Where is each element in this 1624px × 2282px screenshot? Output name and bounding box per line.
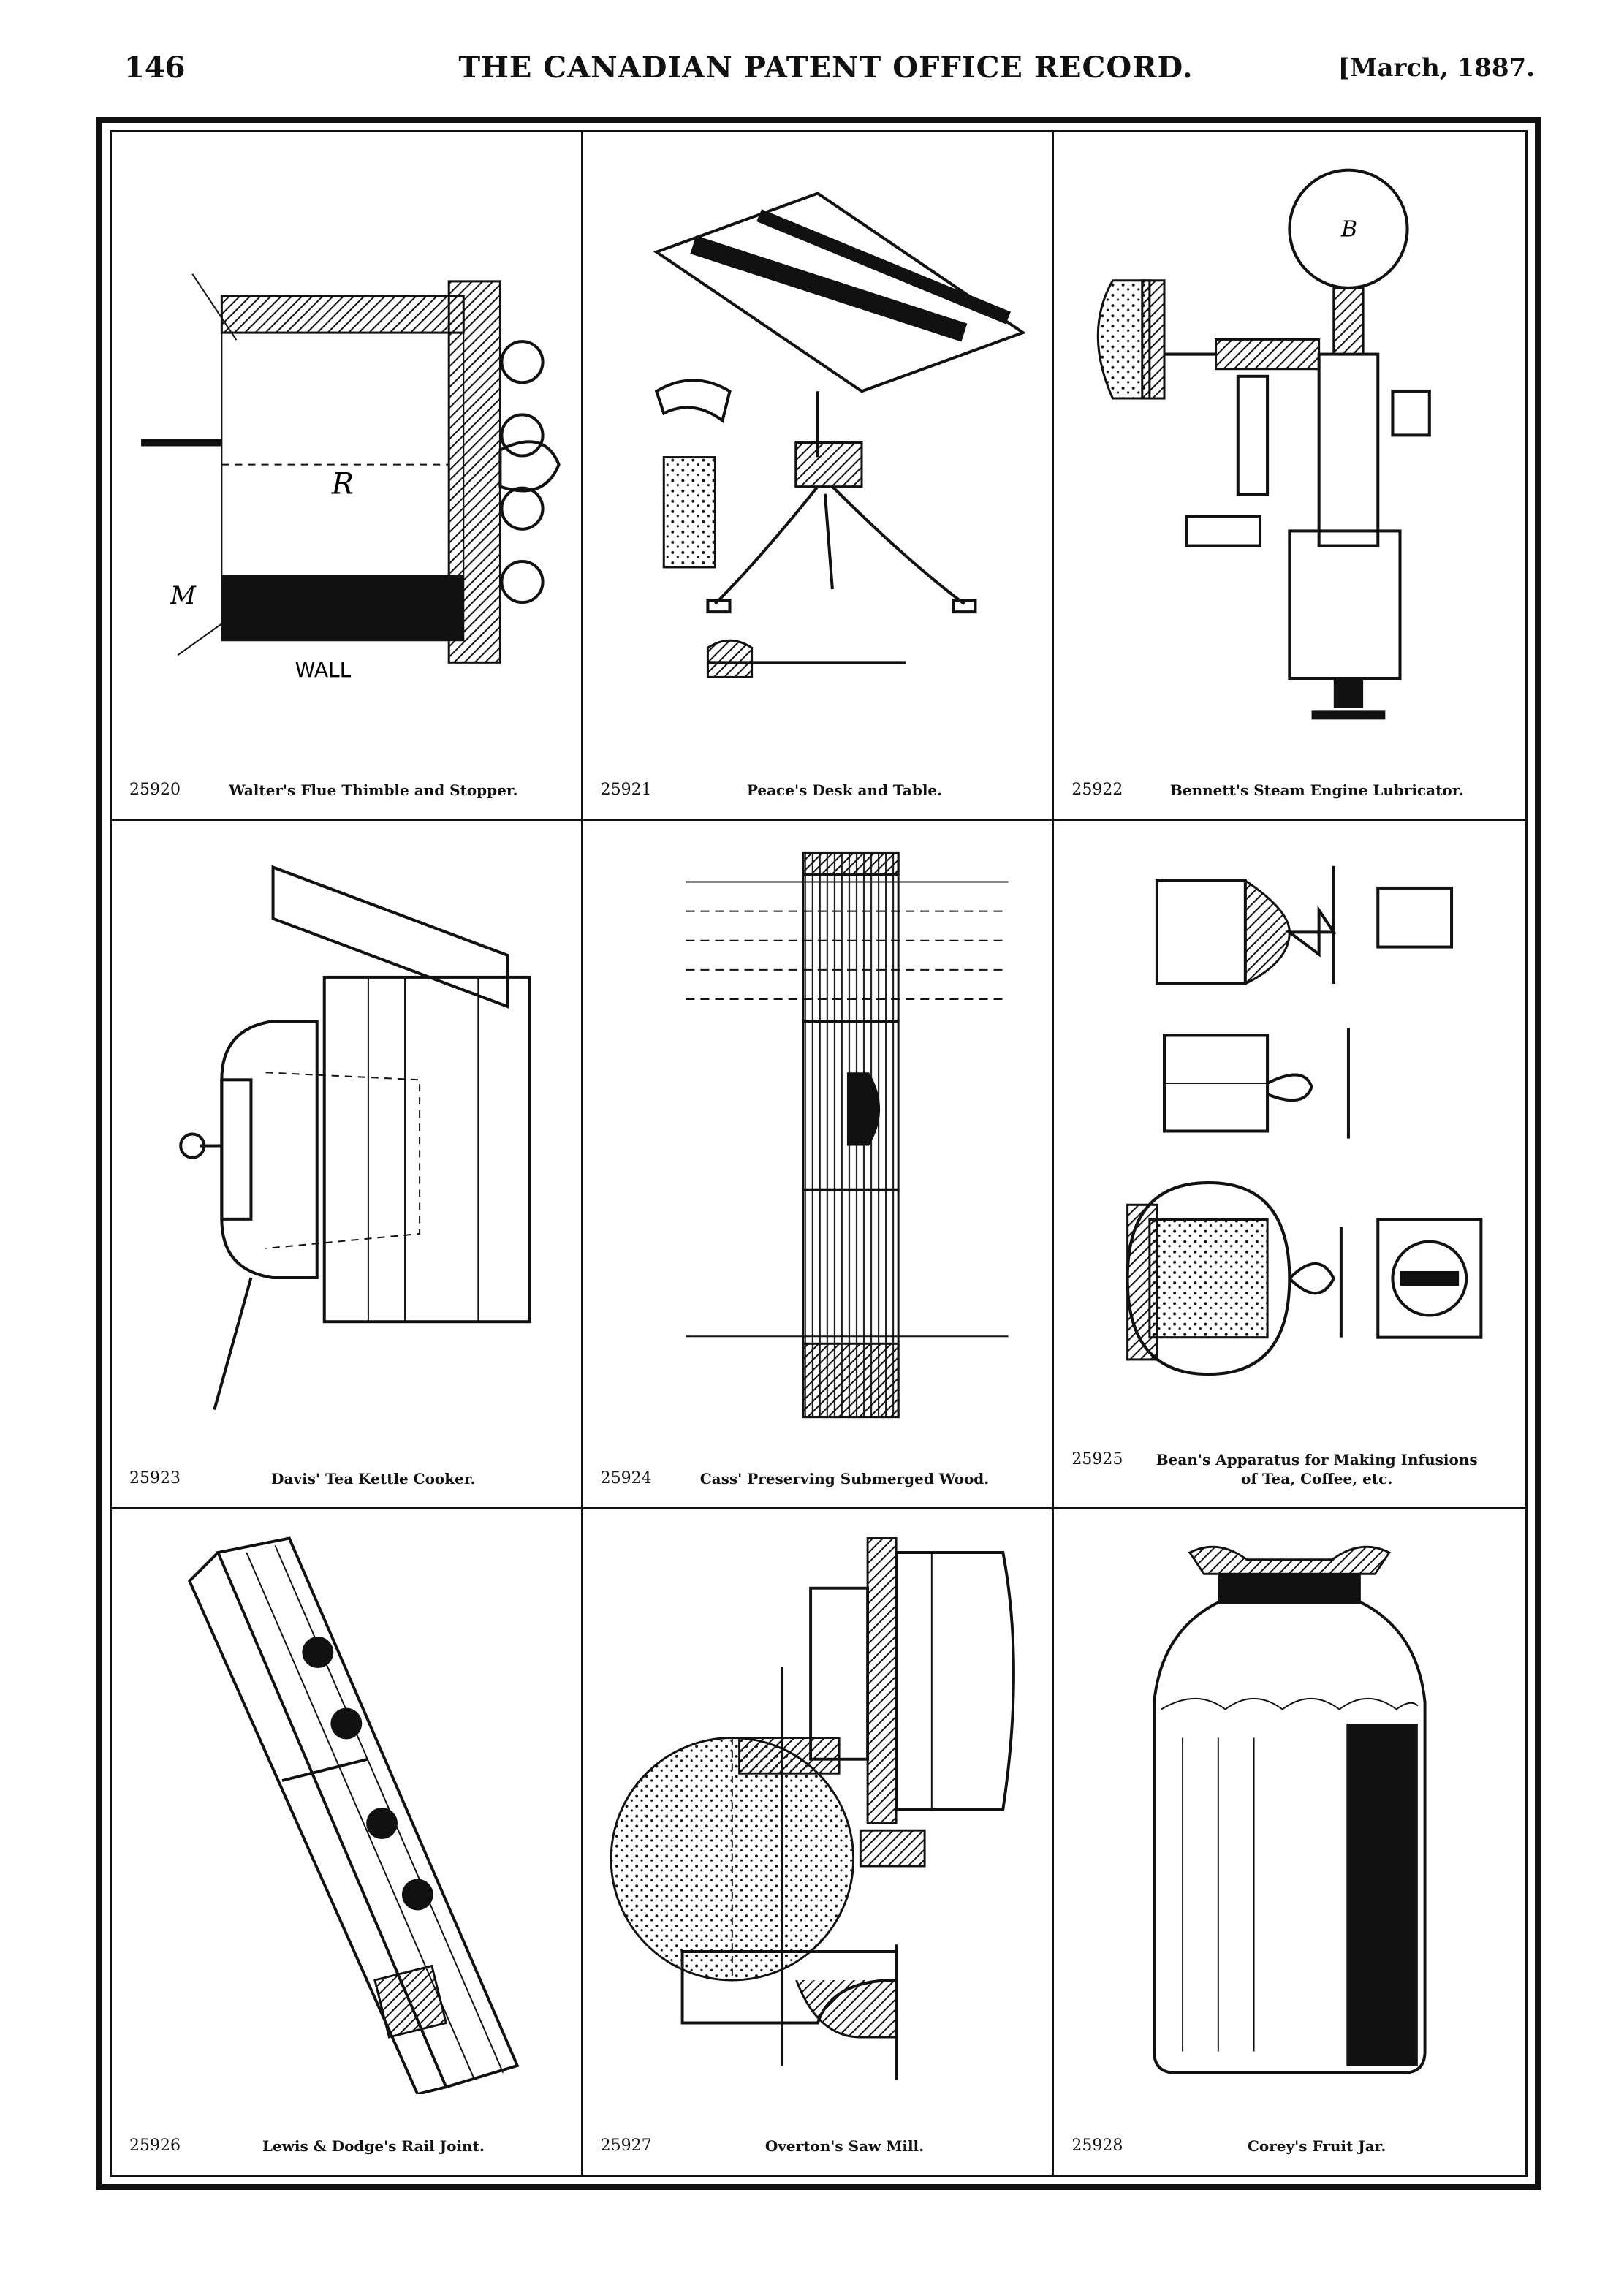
patent-title: Davis' Tea Kettle Cooker.	[271, 1470, 476, 1487]
saw-mill-illustration	[598, 1524, 1038, 2094]
patent-caption: 25924 Cass' Preserving Submerged Wood.	[601, 1469, 1038, 1488]
patent-cell-25922: B 25922 Bennett's Steam Engin	[1054, 132, 1525, 821]
patent-title: Corey's Fruit Jar.	[1248, 2137, 1386, 2155]
patent-caption: 25925 Bean's Apparatus for Making Infusi…	[1071, 1450, 1511, 1488]
desk-table-illustration	[598, 147, 1038, 738]
patent-title: Lewis & Dodge's Rail Joint.	[262, 2137, 485, 2155]
patent-cell-25921: 25921 Peace's Desk and Table.	[583, 132, 1055, 821]
fruit-jar-illustration	[1069, 1524, 1511, 2094]
patent-number: 25920	[129, 781, 181, 799]
patent-cell-25925: 25925 Bean's Apparatus for Making Infusi…	[1054, 821, 1525, 1509]
patent-caption: 25921 Peace's Desk and Table.	[601, 781, 1038, 800]
patent-number: 25928	[1071, 2137, 1123, 2155]
issue-date: [March, 1887.	[1337, 53, 1535, 83]
patent-caption: 25923 Davis' Tea Kettle Cooker.	[129, 1469, 566, 1488]
patent-title: Bean's Apparatus for Making Infusions of…	[1156, 1451, 1478, 1487]
patent-number: 25921	[600, 781, 652, 799]
patent-number: 25923	[129, 1469, 181, 1487]
patent-number: 25922	[1071, 781, 1123, 799]
label-b: B	[1340, 216, 1357, 242]
page-number: 146	[124, 50, 186, 85]
patent-number: 25925	[1071, 1450, 1123, 1468]
patent-title: Cass' Preserving Submerged Wood.	[699, 1470, 990, 1487]
patent-title: Overton's Saw Mill.	[764, 2137, 925, 2155]
patent-number: 25926	[129, 2137, 181, 2155]
patent-caption: 25922 Bennett's Steam Engine Lubricator.	[1071, 781, 1511, 800]
patent-caption: 25920 Walter's Flue Thimble and Stopper.	[129, 781, 566, 800]
page-header: 146 THE CANADIAN PATENT OFFICE RECORD. […	[110, 42, 1542, 94]
label-r: R	[331, 468, 354, 501]
patent-caption: 25928 Corey's Fruit Jar.	[1071, 2137, 1511, 2156]
patent-grid: R M WALL 25920 Walter's Flue Thimble and…	[110, 130, 1528, 2177]
lubricator-illustration: B	[1069, 147, 1511, 738]
flue-thimble-illustration: R M WALL	[126, 147, 566, 738]
patent-title: Bennett's Steam Engine Lubricator.	[1169, 781, 1464, 799]
patent-cell-25926: 25926 Lewis & Dodge's Rail Joint.	[112, 1509, 583, 2175]
patent-caption: 25927 Overton's Saw Mill.	[601, 2137, 1038, 2156]
patent-plate: R M WALL 25920 Walter's Flue Thimble and…	[96, 117, 1541, 2190]
patent-caption: 25926 Lewis & Dodge's Rail Joint.	[129, 2137, 566, 2156]
journal-title: THE CANADIAN PATENT OFFICE RECORD.	[458, 50, 1194, 85]
infusion-apparatus-illustration	[1069, 835, 1511, 1427]
patent-number: 25924	[600, 1469, 652, 1487]
patent-cell-25928: 25928 Corey's Fruit Jar.	[1054, 1509, 1525, 2175]
patent-cell-25927: 25927 Overton's Saw Mill.	[583, 1509, 1055, 2175]
patent-cell-25920: R M WALL 25920 Walter's Flue Thimble and…	[112, 132, 583, 821]
patent-title: Walter's Flue Thimble and Stopper.	[229, 781, 518, 799]
label-m: M	[170, 581, 197, 610]
patent-title: Peace's Desk and Table.	[746, 781, 943, 799]
label-wall: WALL	[295, 658, 352, 682]
patent-cell-25924: 25924 Cass' Preserving Submerged Wood.	[583, 821, 1055, 1509]
patent-cell-25923: 25923 Davis' Tea Kettle Cooker.	[112, 821, 583, 1509]
submerged-wood-illustration	[598, 835, 1038, 1427]
tea-kettle-cooker-illustration	[126, 835, 566, 1427]
rail-joint-illustration	[126, 1524, 566, 2096]
patent-number: 25927	[600, 2137, 652, 2155]
